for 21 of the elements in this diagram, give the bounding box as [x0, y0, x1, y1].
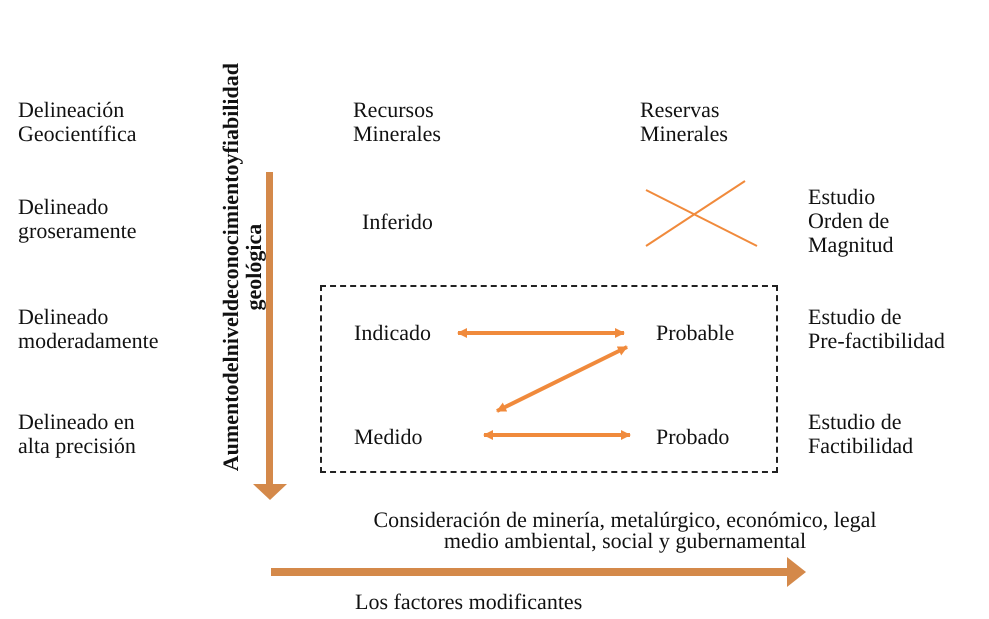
double-arrow	[457, 328, 625, 338]
column-header: Reservas Minerales	[640, 98, 729, 146]
factors-note: Consideración de minería, metalúrgico, económico, legal medio ambiental, social y gubernamental	[372, 510, 878, 552]
column-header: Recursos Minerales	[353, 98, 442, 146]
row-label: Delineado groseramente	[18, 195, 138, 244]
axis-title: Aumentodelniveldeconocimientoyfiabilidad geológica	[218, 62, 266, 474]
category-label: Probado	[656, 424, 730, 450]
category-label: Medido	[354, 424, 422, 450]
category-label: Inferido	[362, 210, 434, 234]
row-label: Delineación Geocientífica	[18, 98, 138, 146]
row-label: Delineado en alta precisión	[18, 410, 137, 458]
study-label: Estudio Orden de Magnitud	[808, 185, 895, 258]
double-arrow	[496, 345, 628, 413]
study-label: Estudio de Pre-factibilidad	[808, 305, 946, 354]
dashed-frame	[320, 285, 778, 473]
category-label: Probable	[656, 320, 734, 346]
row-label: Delineado moderadamente	[18, 305, 160, 354]
axis-title: Los factores modificantes	[355, 590, 584, 614]
category-label: Indicado	[354, 320, 431, 346]
double-arrow	[483, 430, 631, 440]
study-label: Estudio de Factibilidad	[808, 410, 914, 458]
